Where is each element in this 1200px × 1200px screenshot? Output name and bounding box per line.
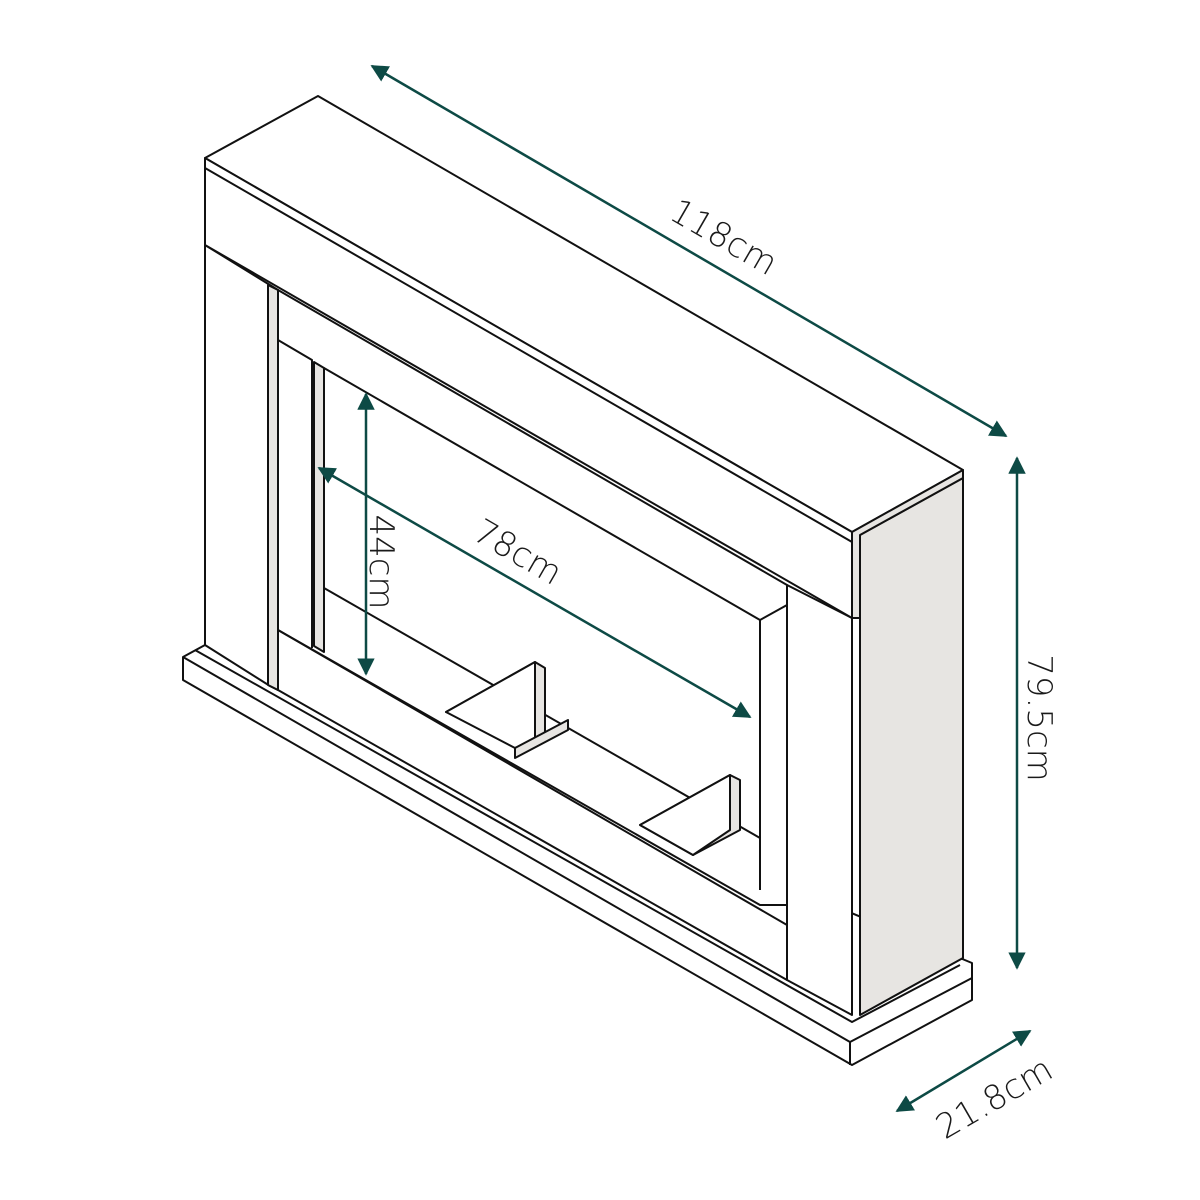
side-panel bbox=[859, 477, 964, 1016]
log-supports bbox=[445, 661, 741, 856]
opening-width-arrow bbox=[317, 466, 752, 719]
depth-label: 21.8cm bbox=[929, 1049, 1059, 1147]
width-arrow bbox=[370, 64, 1008, 438]
right-pillar bbox=[786, 584, 853, 1016]
dimension-arrows bbox=[317, 64, 1032, 1113]
left-pillar bbox=[204, 244, 279, 691]
depth-arrow bbox=[895, 1029, 1032, 1113]
height-label: 79.5cm bbox=[1019, 654, 1059, 782]
opening-height-label: 44cm bbox=[361, 514, 401, 609]
